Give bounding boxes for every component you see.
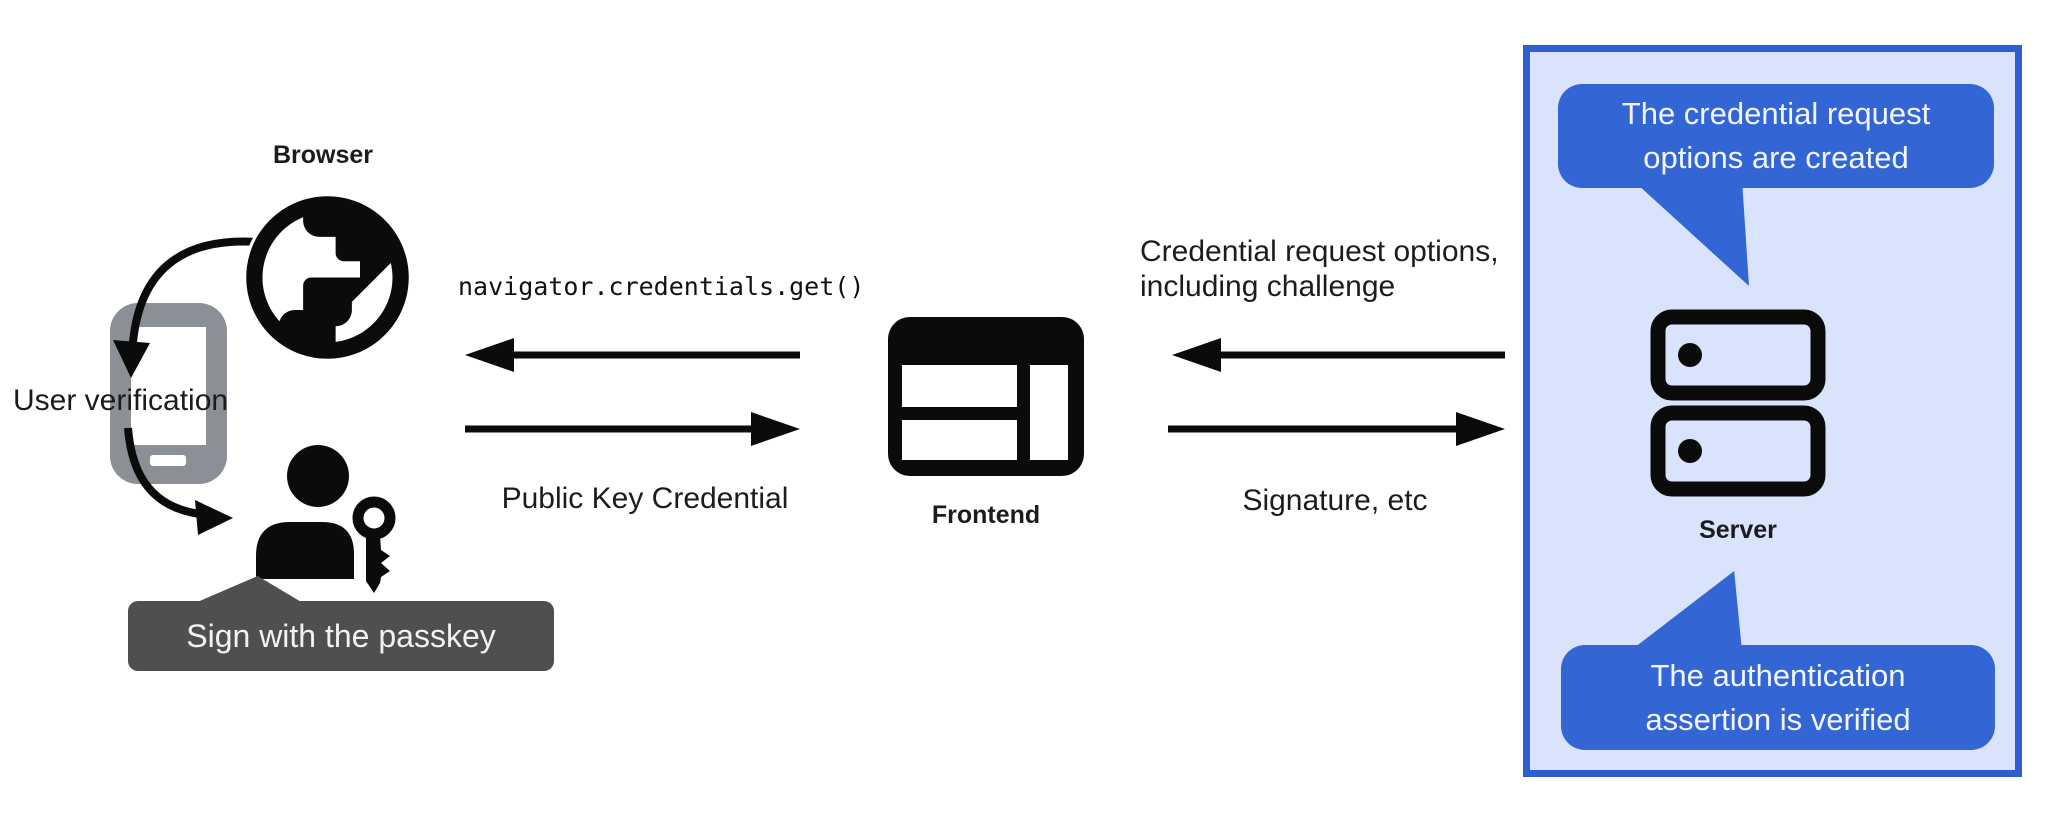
callout-line: assertion is verified	[1645, 701, 1911, 737]
arrow-phone-to-user	[124, 427, 233, 535]
user-with-key-icon	[256, 445, 396, 593]
server-icon	[1650, 309, 1826, 497]
callout-assertion-verified: The authentication assertion is verified	[1561, 645, 1995, 750]
browser-window-icon	[888, 317, 1084, 476]
globe-icon	[243, 193, 412, 362]
callout-line: options are created	[1643, 140, 1909, 175]
user-icon	[256, 445, 354, 579]
browser-label: Browser	[272, 141, 374, 169]
arrow-frontend-to-browser	[465, 338, 800, 372]
sign-with-passkey-tooltip: Sign with the passkey	[128, 601, 554, 671]
arrow-server-to-frontend	[1172, 338, 1505, 372]
frontend-label: Frontend	[931, 501, 1041, 529]
signature-label: Signature, etc	[1242, 484, 1428, 517]
public-key-credential-label: Public Key Credential	[501, 482, 789, 515]
navigator-credentials-get-label: navigator.credentials.get()	[458, 272, 865, 301]
callout-line: The authentication	[1650, 657, 1906, 693]
key-icon	[352, 496, 396, 593]
arrow-browser-to-frontend	[465, 412, 800, 446]
arrow-frontend-to-server	[1168, 412, 1505, 446]
arrow-browser-to-phone	[113, 237, 259, 378]
callout-line: The credential request	[1621, 96, 1931, 131]
credential-request-options-label: Credential request options, including ch…	[1140, 235, 1499, 303]
callout-credential-request-created: The credential request options are creat…	[1558, 84, 1994, 188]
server-label: Server	[1699, 516, 1777, 544]
user-verification-label: User verification	[13, 384, 229, 417]
tooltip-label: Sign with the passkey	[186, 617, 496, 654]
